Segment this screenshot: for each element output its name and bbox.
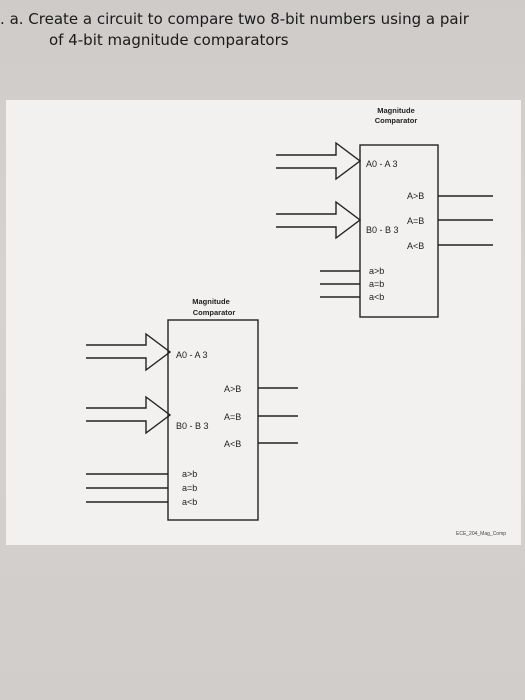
top-out-eq-label: A=B (407, 216, 424, 226)
bottom-out-lt-label: A<B (224, 439, 241, 449)
top-input-a-label: A0 - A 3 (366, 159, 398, 169)
worksheet-paper (6, 100, 521, 545)
question-line-1: . a. Create a circuit to compare two 8-b… (0, 8, 469, 30)
bottom-casc-gt-label: a>b (182, 469, 197, 479)
question-number-fragment: . (0, 10, 5, 28)
question-line-1-text: a. Create a circuit to compare two 8-bit… (9, 10, 469, 28)
bottom-title-line1: Magnitude (192, 297, 230, 306)
bottom-out-eq-label: A=B (224, 412, 241, 422)
bottom-a-bus-arrow (86, 332, 172, 372)
top-out-gt-label: A>B (407, 191, 424, 201)
bottom-title-line2: Comparator (193, 308, 236, 317)
bottom-out-gt-label: A>B (224, 384, 241, 394)
top-casc-eq-label: a=b (369, 279, 384, 289)
top-a-bus-arrow (276, 141, 362, 181)
bottom-input-a-label: A0 - A 3 (176, 350, 208, 360)
bottom-b-bus-arrow (86, 395, 172, 435)
bottom-comparator-box (167, 319, 259, 521)
top-title-line1: Magnitude (377, 106, 415, 115)
top-input-b-label: B0 - B 3 (366, 225, 399, 235)
bottom-casc-eq-label: a=b (182, 483, 197, 493)
top-title-line2: Comparator (375, 116, 418, 125)
top-casc-lt-label: a<b (369, 292, 384, 302)
footer-reference: ECE_204_Mag_Comp (456, 531, 507, 537)
top-comparator-box (359, 144, 439, 318)
top-out-lt-label: A<B (407, 241, 424, 251)
bottom-input-b-label: B0 - B 3 (176, 421, 209, 431)
question-line-2: of 4-bit magnitude comparators (49, 31, 289, 49)
top-casc-gt-label: a>b (369, 266, 384, 276)
top-b-bus-arrow (276, 200, 362, 240)
bottom-casc-lt-label: a<b (182, 497, 197, 507)
